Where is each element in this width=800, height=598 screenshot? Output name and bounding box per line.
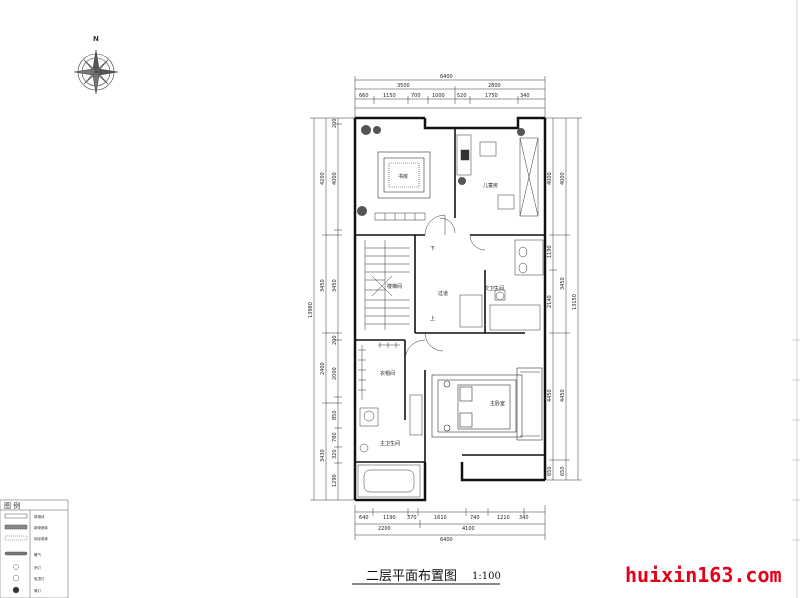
- top-detail-dim-6: 1750: [485, 93, 498, 99]
- right-mid-dim-1: 4000: [560, 172, 566, 185]
- left-detail-dim-9: 1290: [332, 474, 338, 487]
- exterior-walls: [353, 116, 547, 502]
- legend-item-3: 拆除墙体: [34, 536, 48, 541]
- right-mid-dim-2: 3450: [560, 277, 566, 290]
- legend-item-1: 原墙体: [34, 514, 45, 519]
- staircase: [364, 240, 410, 330]
- left-detail-dim-1: 200: [332, 118, 338, 128]
- legend-box: [0, 499, 69, 598]
- bottom-dimension-lines: [354, 505, 546, 540]
- left-dimension-lines: [310, 117, 355, 501]
- stair-label-down: 上: [430, 315, 435, 322]
- study-plants: [357, 125, 525, 216]
- legend-item-4: 暖气: [34, 552, 41, 557]
- room-label-master-bedroom: 主卧室: [490, 400, 505, 407]
- second-bath-fixtures: [459, 239, 544, 331]
- north-label: N: [93, 35, 99, 43]
- right-mid-dim-3: 4450: [560, 389, 566, 402]
- bottom-detail-dim-4: 1610: [434, 515, 447, 521]
- left-mid-dim-3: 2400: [320, 362, 326, 375]
- right-detail-dim-5: 650: [547, 466, 553, 476]
- drawing-scale: 1:100: [472, 571, 501, 582]
- master-bath-fixtures: [357, 394, 423, 498]
- top-detail-dim-4: 1000: [432, 93, 445, 99]
- room-label-master-bath: 主卫生间: [380, 440, 400, 447]
- top-detail-dim-3: 700: [411, 93, 421, 99]
- left-detail-dim-7: 780: [332, 432, 338, 442]
- left-detail-dim-8: 320: [332, 449, 338, 459]
- master-bed: [431, 367, 543, 441]
- compass-rose: [73, 49, 119, 95]
- drawing-title: 二层平面布置图: [366, 569, 457, 584]
- left-detail-dim-4: 200: [332, 335, 338, 345]
- left-mid-dim-2: 3450: [320, 279, 326, 292]
- left-detail-dim-2: 4000: [332, 172, 338, 185]
- room-label-study: 书房: [398, 173, 408, 180]
- bottom-mid-dim-1: 2200: [378, 526, 391, 532]
- interior-walls: [355, 128, 545, 463]
- closet-hangers: [358, 342, 400, 400]
- door-swings: [404, 214, 486, 361]
- legend-title: 图 例: [4, 501, 20, 510]
- right-detail-dim-4: 4450: [547, 389, 553, 402]
- room-label-second-bath: 次卫生间: [484, 285, 504, 292]
- bottom-detail-dim-1: 640: [359, 515, 369, 521]
- bottom-detail-dim-2: 1190: [383, 515, 396, 521]
- left-detail-dim-5: 2000: [332, 367, 338, 380]
- top-total-dim: 6400: [440, 74, 453, 80]
- sheet-border: [792, 0, 800, 598]
- legend-item-6: 吸顶灯: [34, 576, 45, 581]
- bottom-detail-dim-6: 1210: [497, 515, 510, 521]
- left-detail-dim-6: 850: [332, 410, 338, 420]
- top-dimension-lines: [354, 76, 546, 118]
- room-label-closet: 衣帽间: [380, 370, 395, 377]
- kids-room-furniture: [456, 134, 539, 217]
- left-detail-dim-3: 3450: [332, 279, 338, 292]
- right-dimension-lines: [545, 117, 582, 481]
- bottom-mid-dim-2: 4100: [462, 526, 475, 532]
- right-detail-dim-1: 4000: [547, 172, 553, 185]
- left-outer-dim: 13980: [308, 302, 314, 318]
- top-detail-dim-2: 1150: [383, 93, 396, 99]
- left-mid-dim-4: 3430: [320, 449, 326, 462]
- top-detail-dim-1: 660: [359, 93, 369, 99]
- right-outer-dim: 13150: [572, 294, 578, 310]
- top-mid-dim-2: 2800: [488, 83, 501, 89]
- top-detail-dim-5: 520: [457, 93, 467, 99]
- stair-label-up: 下: [430, 246, 435, 252]
- top-mid-dim-1: 3500: [397, 83, 410, 89]
- legend-item-5: 吊灯: [34, 565, 41, 570]
- room-label-corridor: 过道: [438, 290, 448, 297]
- study-carpet: [377, 151, 431, 199]
- bottom-detail-dim-3: 370: [407, 515, 417, 521]
- right-detail-dim-2: 1190: [547, 245, 553, 258]
- bottom-total-dim: 6400: [440, 537, 453, 543]
- room-label-kids: 儿童房: [483, 182, 498, 189]
- site-watermark: huixin163.com: [625, 563, 782, 587]
- right-mid-dim-4: 650: [560, 466, 566, 476]
- right-detail-dim-3: 2140: [547, 295, 553, 308]
- room-label-stair: 楼梯间: [387, 283, 402, 290]
- bottom-detail-dim-7: 340: [519, 515, 529, 521]
- top-detail-dim-7: 340: [520, 93, 530, 99]
- legend-item-2: 新砌墙体: [34, 525, 48, 530]
- legend-item-7: 筒灯: [34, 588, 41, 593]
- bottom-detail-dim-5: 740: [470, 515, 480, 521]
- study-bookshelf: [374, 212, 426, 221]
- left-mid-dim-1: 4200: [320, 172, 326, 185]
